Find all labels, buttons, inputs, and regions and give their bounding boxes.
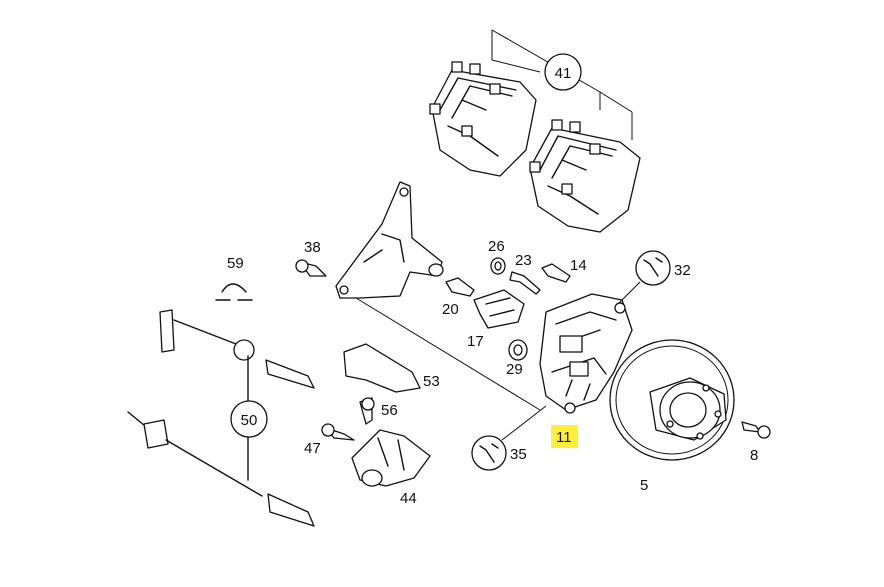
label-11: 11 (556, 429, 572, 446)
wrench-icon (617, 250, 671, 305)
label-38: 38 (304, 239, 321, 256)
caliper-hardware (445, 257, 571, 361)
label-17: 17 (467, 333, 484, 350)
label-35: 35 (510, 446, 527, 463)
label-47: 47 (304, 440, 321, 457)
bolt-38 (295, 259, 327, 277)
label-29: 29 (506, 361, 523, 378)
wrench-icon (471, 405, 547, 471)
label-5: 5 (640, 477, 648, 494)
label-50: 50 (241, 412, 258, 429)
label-59: 59 (227, 255, 244, 272)
wheel-bolt (741, 421, 771, 439)
clip-59 (215, 283, 253, 301)
brake-caliper (539, 293, 633, 414)
brake-pad-set (429, 29, 641, 233)
label-44: 44 (400, 490, 417, 507)
dust-shield-group (321, 343, 431, 487)
label-8: 8 (750, 447, 758, 464)
label-23: 23 (515, 252, 532, 269)
wear-sensor-harness (127, 309, 315, 527)
label-20: 20 (442, 301, 459, 318)
label-56: 56 (381, 402, 398, 419)
label-53: 53 (423, 373, 440, 390)
callout-circle-41 (544, 53, 582, 91)
callout-circle-50 (230, 400, 268, 438)
brake-disc (609, 339, 735, 461)
anchor-bracket (335, 181, 541, 411)
label-14: 14 (570, 257, 587, 274)
label-32: 32 (674, 262, 691, 279)
label-41: 41 (555, 65, 572, 82)
callout-highlight (551, 425, 578, 448)
label-26: 26 (488, 238, 505, 255)
